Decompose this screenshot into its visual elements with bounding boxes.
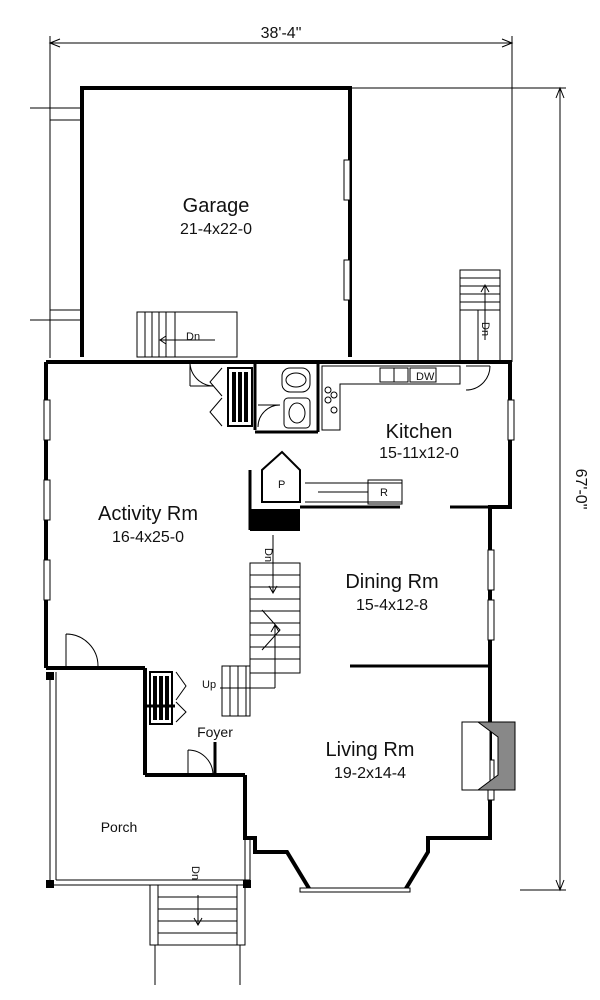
dining-room-size: 15-4x12-8 (356, 597, 428, 614)
main-staircase (220, 535, 301, 717)
stair-wall-block (250, 509, 300, 531)
kitchen-label: Kitchen (386, 421, 453, 443)
pantry-label: P (278, 479, 285, 491)
kitchen-counters (305, 365, 461, 505)
main-stairs-down-label: Dn (262, 548, 274, 562)
dining-room-label: Dining Rm (345, 571, 438, 593)
porch-label: Porch (101, 819, 138, 835)
depth-dimension-label: 67'-0" (572, 469, 589, 510)
foyer-label: Foyer (197, 724, 233, 740)
interior-walls (145, 362, 490, 775)
activity-room-size: 16-4x25-0 (112, 529, 184, 546)
closet-doors (175, 367, 223, 723)
fireplace (461, 721, 516, 791)
garage-stairs-down-label: Dn (186, 331, 200, 343)
porch-posts (46, 672, 251, 888)
closets (149, 367, 253, 725)
bathroom-fixtures (281, 367, 311, 429)
living-room-label: Living Rm (326, 739, 415, 761)
main-stairs-up-label: Up (202, 679, 216, 691)
width-dimension (48, 36, 514, 358)
rear-stairs (459, 269, 501, 363)
garage-size: 21-4x22-0 (180, 221, 252, 238)
pantry (261, 450, 301, 503)
dishwasher-label: DW (416, 371, 435, 383)
garage-label: Garage (183, 195, 250, 217)
front-steps (149, 884, 246, 985)
living-room-size: 19-2x14-4 (334, 765, 406, 782)
depth-dimension (352, 86, 566, 892)
rear-stairs-down-label: Dn (479, 322, 491, 336)
activity-room-label: Activity Rm (98, 503, 198, 525)
refrigerator-label: R (380, 487, 388, 499)
front-steps-down-label: Dn (189, 866, 201, 880)
porch (49, 672, 251, 886)
garage-stairs (136, 311, 238, 358)
width-dimension-label: 38'-4" (261, 25, 302, 42)
garage-door-opening (30, 107, 82, 321)
kitchen-size: 15-11x12-0 (379, 445, 459, 462)
